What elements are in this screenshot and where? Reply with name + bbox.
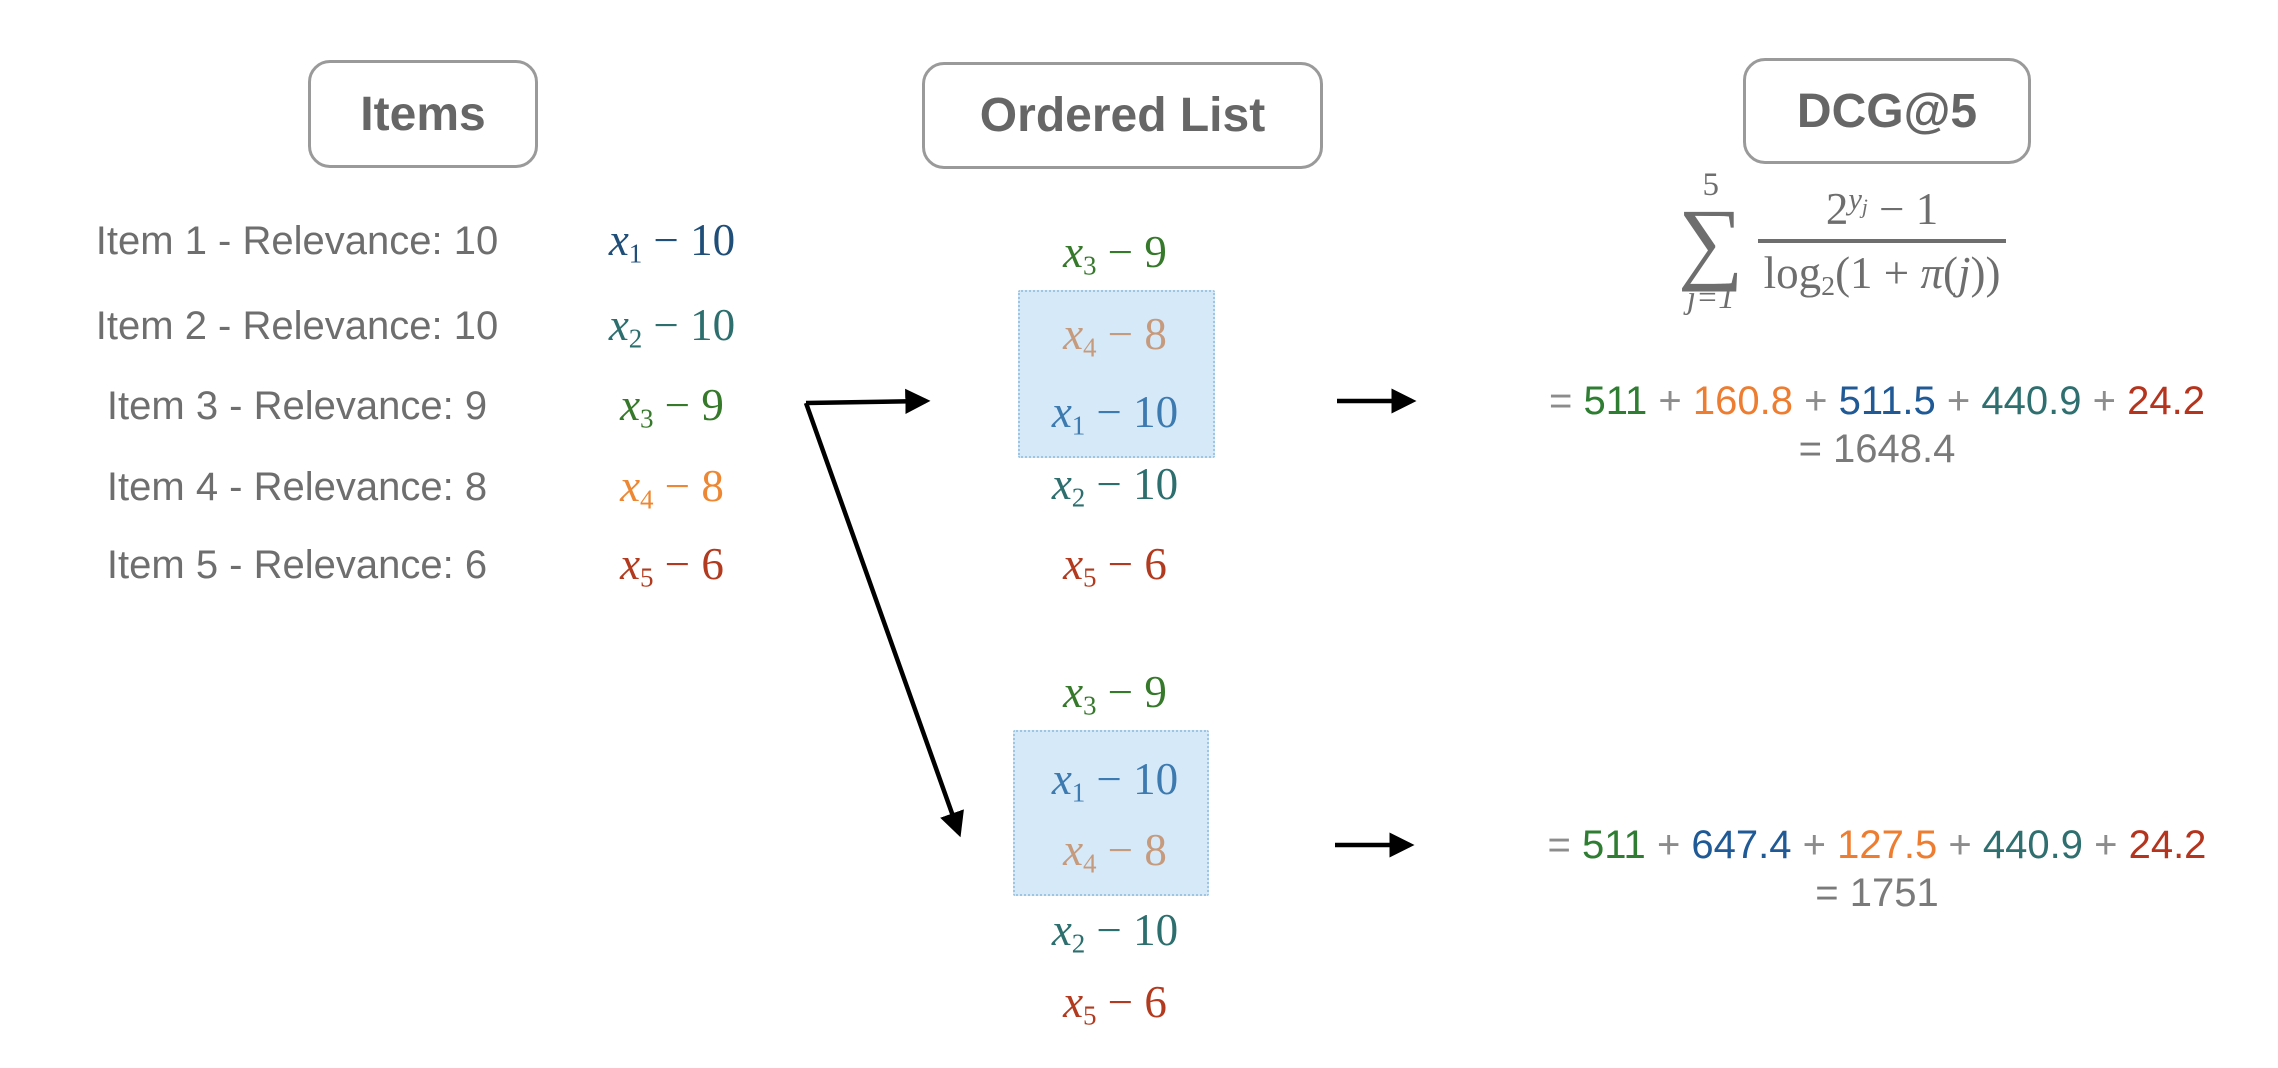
fork-arrow-to-ordering-2 bbox=[803, 402, 964, 838]
ordered-list-title-box: Ordered List bbox=[922, 62, 1323, 169]
items-title-box: Items bbox=[308, 60, 538, 168]
relevance-math: x1 − 10 bbox=[1051, 754, 1179, 808]
item-label: Item 1 - Relevance: 10 bbox=[95, 219, 499, 263]
eq-term: = bbox=[1547, 823, 1571, 867]
relevance-math: x3 − 9 bbox=[620, 380, 724, 434]
eq-term: + bbox=[1658, 379, 1682, 423]
relevance-math: x4 − 8 bbox=[620, 461, 724, 515]
relevance-math: x1 − 10 bbox=[608, 215, 736, 269]
fork-arrow-to-ordering-1 bbox=[805, 388, 931, 414]
ordered-entry: x5 − 6 bbox=[1000, 537, 1230, 591]
ordered-entry: x3 − 9 bbox=[1000, 225, 1230, 279]
summation-symbol: 5 ∑ j=1 bbox=[1678, 168, 1744, 316]
eq-term: 440.9 bbox=[1982, 823, 2083, 867]
eq-term: 440.9 bbox=[1981, 379, 2082, 423]
dcg-sum-terms-1: = 511 + 160.8 + 511.5 + 440.9 + 24.2 bbox=[1462, 377, 2278, 425]
relevance-math: x2 − 10 bbox=[1051, 905, 1179, 959]
relevance-math: x4 − 8 bbox=[1063, 825, 1167, 879]
eq-term: 511 bbox=[1583, 379, 1648, 423]
swap-highlight-1 bbox=[1018, 290, 1215, 458]
eq-term: 24.2 bbox=[2127, 379, 2205, 423]
eq-term: 511.5 bbox=[1838, 379, 1936, 423]
dcg-total-2: = 1751 bbox=[1815, 871, 1939, 915]
swap-highlight-2 bbox=[1013, 730, 1209, 896]
item-label: Item 3 - Relevance: 9 bbox=[106, 384, 488, 428]
sum-lower-limit: j=1 bbox=[1686, 280, 1735, 316]
dcg-computation-2: = 511 + 647.4 + 127.5 + 440.9 + 24.2 = 1… bbox=[1462, 821, 2278, 917]
relevance-math: x2 − 10 bbox=[1051, 459, 1179, 513]
item-label: Item 5 - Relevance: 6 bbox=[106, 543, 488, 587]
ordered-entry: x2 − 10 bbox=[1000, 457, 1230, 511]
items-title: Items bbox=[360, 87, 486, 141]
dcg-computation-1: = 511 + 160.8 + 511.5 + 440.9 + 24.2 = 1… bbox=[1462, 377, 2278, 473]
eq-term: 647.4 bbox=[1691, 823, 1792, 867]
relevance-math: x5 − 6 bbox=[1063, 977, 1167, 1031]
eq-term: + bbox=[1802, 823, 1827, 867]
relevance-math: x3 − 9 bbox=[1063, 667, 1167, 721]
dcg-title-box: DCG@5 bbox=[1743, 58, 2031, 164]
ordered-entry: x3 − 9 bbox=[1000, 665, 1230, 719]
relevance-math: x5 − 6 bbox=[620, 539, 724, 593]
ordered-entry-highlighted: x4 − 8 bbox=[1000, 823, 1230, 877]
formula-fraction: 2yj − 1 log2(1 + π(j)) bbox=[1757, 181, 2007, 302]
relevance-math: x1 − 10 bbox=[1051, 387, 1179, 441]
item-math-row: x5 − 6 bbox=[557, 537, 787, 591]
dcg-formula: 5 ∑ j=1 2yj − 1 log2(1 + π(j)) bbox=[1678, 168, 2007, 316]
relevance-math: x3 − 9 bbox=[1063, 227, 1167, 281]
item-math-row: x3 − 9 bbox=[557, 378, 787, 432]
ordered-entry-highlighted: x4 − 8 bbox=[1000, 307, 1230, 361]
sum-upper-limit: 5 bbox=[1702, 167, 1720, 203]
eq-term: 511 bbox=[1582, 823, 1646, 867]
eq-term: 160.8 bbox=[1692, 379, 1794, 423]
eq-term: + bbox=[2092, 379, 2116, 423]
ordered-list-title: Ordered List bbox=[979, 89, 1266, 142]
eq-term: 127.5 bbox=[1837, 823, 1938, 867]
ordered-entry-highlighted: x1 − 10 bbox=[1000, 385, 1230, 439]
ordered-entry-highlighted: x1 − 10 bbox=[1000, 752, 1230, 806]
dcg-total-1: = 1648.4 bbox=[1798, 427, 1956, 471]
dcg-sum-terms-2: = 511 + 647.4 + 127.5 + 440.9 + 24.2 bbox=[1462, 821, 2278, 869]
relevance-math: x5 − 6 bbox=[1063, 539, 1167, 593]
eq-term: + bbox=[1804, 379, 1828, 423]
relevance-math: x2 − 10 bbox=[608, 300, 736, 354]
sigma-icon: ∑ bbox=[1678, 190, 1744, 292]
dcg-title: DCG@5 bbox=[1796, 84, 1978, 138]
eq-term: + bbox=[2094, 823, 2118, 867]
eq-term: + bbox=[1656, 823, 1681, 867]
item-math-row: x4 − 8 bbox=[557, 459, 787, 513]
fraction-bar bbox=[1757, 239, 2007, 243]
eq-term: + bbox=[1948, 823, 1972, 867]
item-math-row: x1 − 10 bbox=[557, 213, 787, 267]
eq-term: + bbox=[1946, 379, 1971, 423]
ordered-entry: x2 − 10 bbox=[1000, 903, 1230, 957]
ordered-entry: x5 − 6 bbox=[1000, 975, 1230, 1029]
relevance-math: x4 − 8 bbox=[1063, 309, 1167, 363]
formula-numerator: 2yj − 1 bbox=[1825, 181, 1939, 234]
item-label: Item 2 - Relevance: 10 bbox=[95, 304, 499, 348]
eq-term: 24.2 bbox=[2128, 823, 2207, 867]
eq-term: = bbox=[1549, 379, 1573, 423]
item-math-row: x2 − 10 bbox=[557, 298, 787, 352]
formula-denominator: log2(1 + π(j)) bbox=[1763, 248, 2001, 302]
item-label: Item 4 - Relevance: 8 bbox=[106, 465, 488, 509]
